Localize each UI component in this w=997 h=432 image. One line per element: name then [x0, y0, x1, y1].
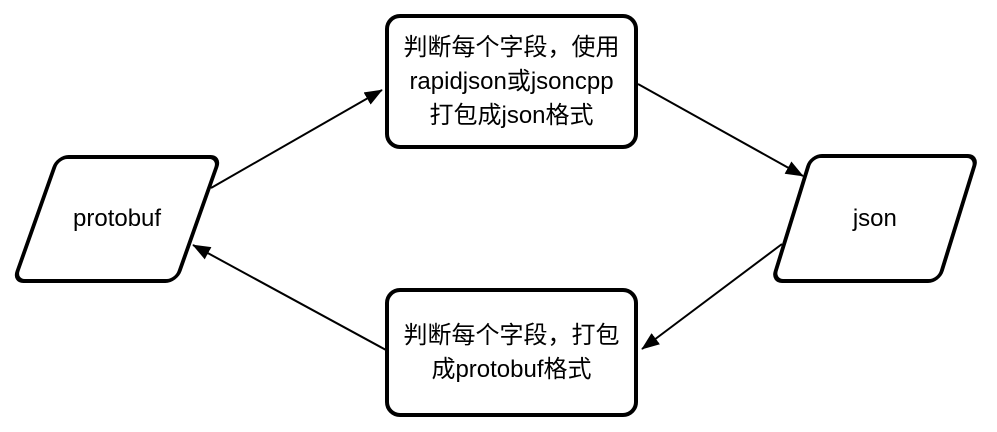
process-line: 判断每个字段，打包 [403, 321, 620, 349]
process-line: rapidjson或jsoncpp [409, 67, 614, 95]
process-line: 打包成json格式 [429, 101, 594, 129]
node-to-json-process: 判断每个字段，使用 rapidjson或jsoncpp 打包成json格式 [385, 14, 638, 149]
node-json: json [770, 154, 980, 283]
node-protobuf: protobuf [11, 155, 223, 283]
node-protobuf-label: protobuf [72, 205, 162, 232]
process-line: 判断每个字段，使用 [403, 33, 620, 61]
process-line: 成protobuf格式 [431, 355, 592, 383]
arrow-json-to-protobuf-process [641, 243, 783, 350]
node-json-label: json [852, 204, 898, 232]
arrow-protobuf-process-to-protobuf [192, 244, 387, 351]
arrow-protobuf-to-json-process [210, 89, 383, 189]
node-to-protobuf-process: 判断每个字段，打包 成protobuf格式 [385, 288, 638, 417]
arrow-json-process-to-json [637, 83, 804, 177]
